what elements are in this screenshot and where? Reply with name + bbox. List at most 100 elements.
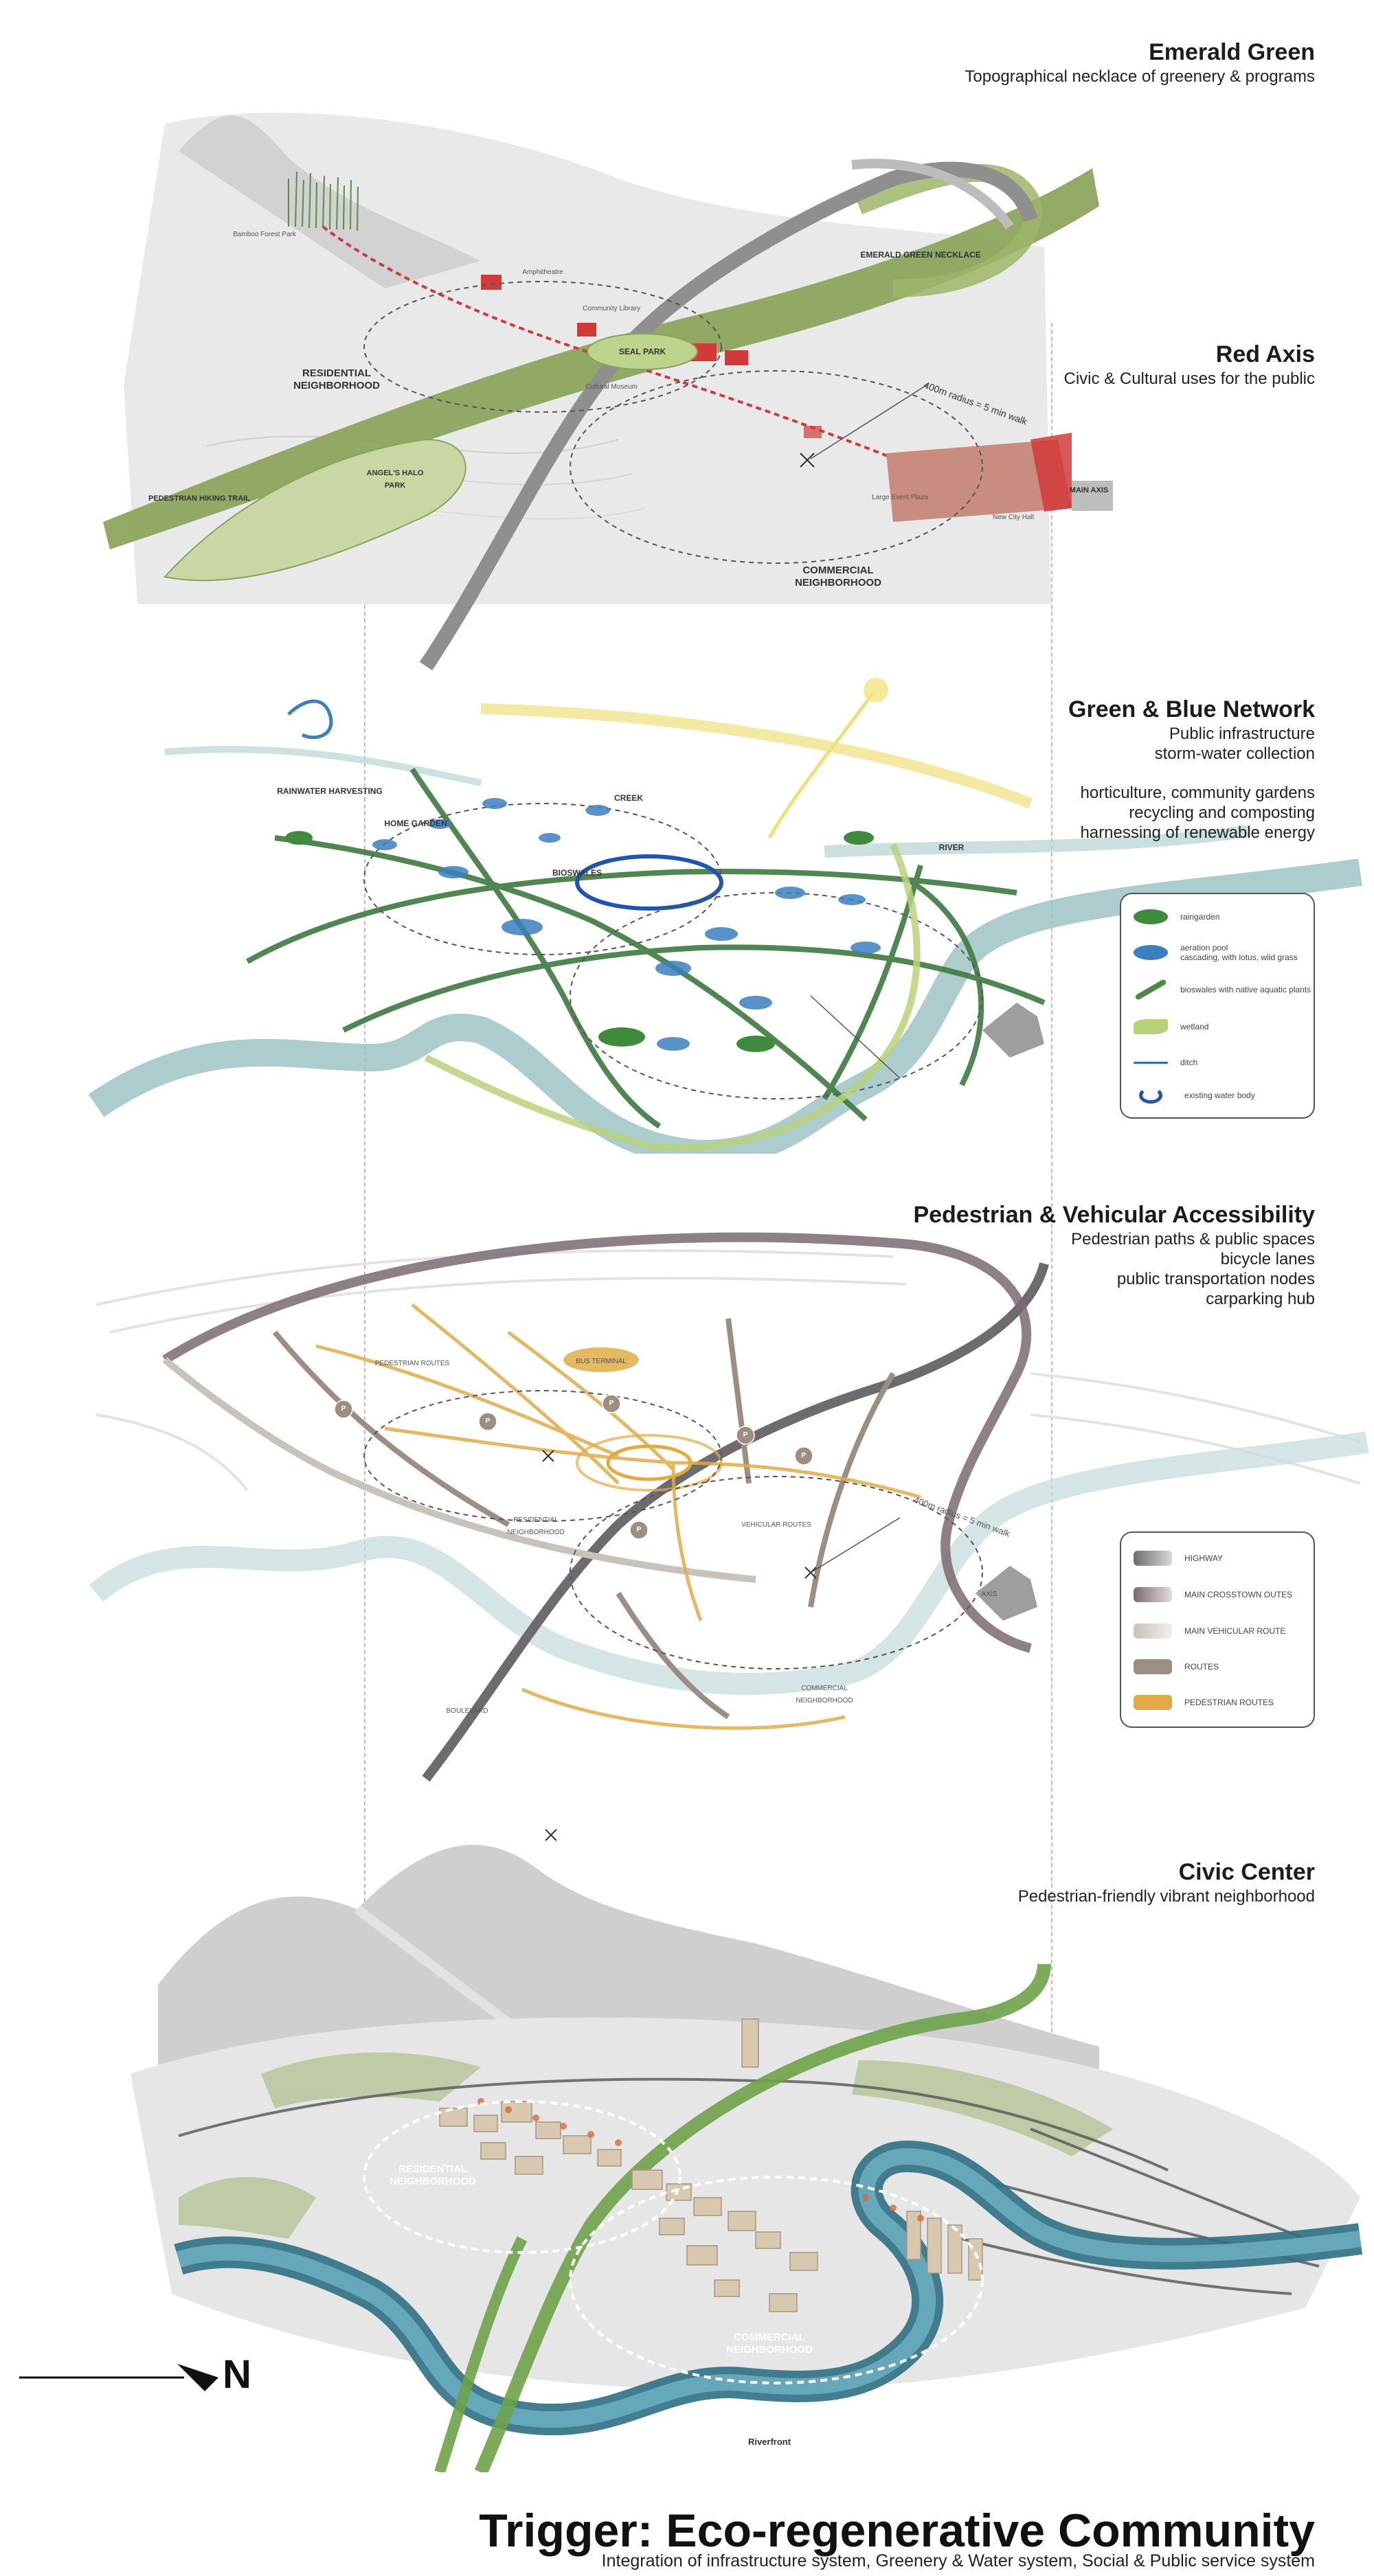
legend-row-wetland: wetland	[1134, 1016, 1208, 1037]
label-rainwater: RAINWATER HARVESTING	[277, 786, 383, 796]
crosstown-route	[162, 1232, 1032, 1653]
legend-swatch-crosstown	[1134, 1587, 1172, 1602]
accessibility-line-4: carparking hub	[1206, 1290, 1315, 1308]
label-residential: RESIDENTIAL NEIGHBORHOOD	[507, 1516, 565, 1536]
seal-park	[587, 333, 698, 370]
rainwater-splash	[287, 699, 333, 740]
page-subtitle: Integration of infrastructure system, Gr…	[601, 2551, 1315, 2571]
label-commercial: COMMERCIAL NEIGHBORHOOD	[796, 1685, 853, 1705]
accessibility-legend: HIGHWAY MAIN CROSSTOWN OUTES MAIN VEHICU…	[1120, 1531, 1315, 1728]
legend-swatch-routes	[1134, 1659, 1172, 1674]
emerald-green-subtitle: Topographical necklace of greenery & pro…	[965, 67, 1315, 86]
legend-row-water-body: existing water body	[1134, 1085, 1255, 1106]
accessibility-line-3: public transportation nodes	[1116, 1270, 1315, 1288]
emerald-necklace-loop	[855, 163, 1042, 297]
label-seal-park: SEAL PARK	[618, 347, 666, 356]
vehicular-routes	[272, 1318, 896, 1720]
wetland-edge	[424, 843, 921, 1151]
red-axis-title: Red Axis	[1215, 341, 1315, 367]
legend-swatch-pedestrian	[1134, 1695, 1172, 1710]
legend-row-aeration: aeration pool cascading, with lotus, wil…	[1134, 942, 1298, 963]
accessibility-section: PEDESTRIAN ROUTES BUS TERMINAL RESIDENTI…	[0, 1167, 1374, 1799]
north-arrow: N	[19, 2351, 267, 2400]
legend-row-routes: ROUTES	[1134, 1656, 1219, 1677]
green-blue-legend: raingarden aeration pool cascading, with…	[1120, 893, 1315, 1119]
emerald-green-section: RESIDENTIAL NEIGHBORHOOD COMMERCIAL NEIG…	[0, 0, 1374, 673]
green-blue-section: RAINWATER HARVESTING HOME GARDEN CREEK R…	[0, 673, 1374, 1154]
raingardens	[285, 831, 874, 1052]
civic-center-heading: Civic Center Pedestrian-friendly vibrant…	[1018, 1858, 1315, 1906]
legend-row-bioswales: bioswales with native aquatic plants	[1134, 979, 1311, 1001]
legend-text-routes: ROUTES	[1184, 1662, 1219, 1672]
river	[89, 1431, 1369, 1695]
label-commercial: COMMERCIAL NEIGHBORHOOD	[795, 565, 881, 589]
accessibility-heading: Pedestrian & Vehicular Accessibility Ped…	[913, 1200, 1315, 1309]
legend-row-ditch: ditch	[1134, 1052, 1197, 1073]
renewable-energy-line	[480, 703, 1033, 809]
legend-text-aeration: aeration pool cascading, with lotus, wil…	[1180, 943, 1298, 962]
label-river: RIVER	[938, 843, 965, 852]
label-cultural-museum: Cultural Museum	[585, 383, 638, 391]
green-blue-line-3: horticulture, community gardens	[1080, 784, 1315, 802]
label-main-axis: MAIN AXIS	[1069, 486, 1109, 494]
legend-swatch-wetland	[1134, 1019, 1168, 1034]
legend-text-ditch: ditch	[1180, 1058, 1198, 1067]
label-home-garden: HOME GARDEN	[384, 819, 447, 828]
red-axis-trail	[477, 2098, 924, 2222]
pedestrian-routes	[315, 1303, 921, 1730]
parking-label-5: P	[801, 1452, 807, 1459]
red-building-1	[481, 275, 502, 290]
green-blue-line-2: storm-water collection	[1154, 744, 1315, 763]
civic-center-section: RESIDENTIAL NEIGHBORHOOD COMMERCIAL NEIG…	[0, 1813, 1374, 2472]
legend-row-main-vehicular: MAIN VEHICULAR ROUTE	[1134, 1621, 1285, 1641]
legend-row-highway: HIGHWAY	[1134, 1548, 1223, 1569]
accessibility-line-2: bicycle lanes	[1220, 1250, 1315, 1268]
label-bioswales: BIOSWALES	[552, 868, 602, 878]
red-axis-plaza	[886, 440, 1072, 522]
red-axis-subtitle: Civic & Cultural uses for the public	[1063, 369, 1315, 388]
legend-row-crosstown: MAIN CROSSTOWN OUTES	[1134, 1584, 1292, 1605]
legend-swatch-water-body	[1139, 1087, 1162, 1104]
highway	[419, 161, 1038, 671]
civic-center-diagram	[131, 1829, 1363, 2472]
label-riverfront: Riverfront	[747, 2437, 791, 2447]
north-label: N	[223, 2352, 251, 2397]
center-marker	[800, 453, 815, 468]
legend-swatch-aeration	[1134, 945, 1168, 960]
parking-label-2: P	[485, 1417, 491, 1425]
legend-row-raingarden: raingarden	[1134, 907, 1219, 927]
green-blue-line-1: Public infrastructure	[1169, 725, 1315, 743]
bamboo-forest	[288, 171, 359, 231]
label-bus-terminal: BUS TERMINAL	[576, 1358, 627, 1365]
label-new-city-hall: New City Hall	[992, 514, 1034, 521]
legend-text-bioswales: bioswales with native aquatic plants	[1180, 985, 1311, 994]
page-title: Trigger: Eco-regenerative Community	[479, 2505, 1315, 2557]
residential-walk-radius	[363, 281, 722, 413]
green-blue-heading: Green & Blue Network Public infrastructu…	[1068, 695, 1315, 843]
emerald-green-title: Emerald Green	[1149, 39, 1315, 65]
emerald-green-heading: Emerald Green Topographical necklace of …	[965, 38, 1315, 87]
angels-halo-park	[164, 438, 466, 582]
label-community-library: Community Library	[583, 305, 640, 312]
guide-line-right	[1051, 323, 1052, 2301]
legend-text-wetland: wetland	[1180, 1022, 1209, 1031]
green-blue-line-4: recycling and composting	[1129, 803, 1315, 822]
label-event-plaza: Large Event Plaza	[872, 494, 928, 501]
label-emerald-necklace: EMERALD GREEN NECKLACE	[860, 250, 981, 260]
legend-swatch-ditch	[1134, 1061, 1168, 1064]
legend-text-raingarden: raingarden	[1180, 912, 1220, 922]
legend-text-pedestrian: PEDESTRIAN ROUTES	[1184, 1698, 1274, 1707]
label-bamboo-park: Bamboo Forest Park	[233, 231, 296, 238]
legend-swatch-main-vehicular	[1134, 1623, 1172, 1639]
legend-swatch-raingarden	[1134, 909, 1168, 924]
accessibility-title: Pedestrian & Vehicular Accessibility	[913, 1202, 1315, 1228]
legend-text-crosstown: MAIN CROSSTOWN OUTES	[1184, 1590, 1293, 1599]
guide-line-left	[364, 323, 365, 2301]
red-building-2	[577, 323, 596, 337]
label-vehicular-routes: VEHICULAR ROUTES	[741, 1521, 811, 1529]
label-residential: RESIDENTIAL NEIGHBORHOOD	[390, 2163, 476, 2187]
parking-label-3: P	[609, 1400, 614, 1407]
red-building-4	[725, 350, 748, 365]
label-commercial: COMMERCIAL NEIGHBORHOOD	[726, 2332, 813, 2356]
accessibility-diagram	[89, 1232, 1369, 1782]
